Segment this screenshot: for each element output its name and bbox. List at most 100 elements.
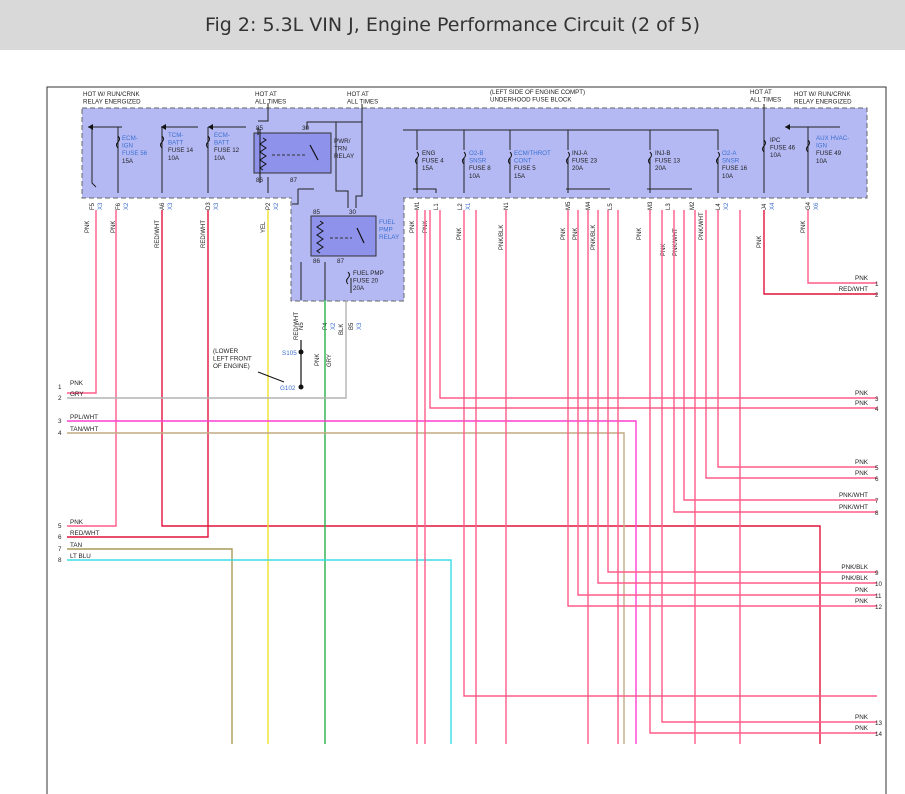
relay-pin-label: 30	[349, 209, 357, 216]
fuse-f_o2a-line: FUSE 16	[722, 165, 748, 172]
bus-arrow-icon	[785, 124, 790, 130]
bus-wire	[91, 127, 97, 188]
pin-label: M5	[566, 201, 572, 210]
fuse-f_ecm_ign-line: FUSE 56	[122, 150, 148, 157]
fuse-f_tcm_batt-line: TCM-	[168, 132, 183, 139]
header-h3-line: HOT AT	[347, 91, 369, 98]
wire-color-label: PNK/BLK	[499, 225, 505, 250]
header-h5-line: HOT AT	[750, 89, 772, 96]
splice-label: S105	[282, 350, 297, 357]
right-connector-number: 5	[875, 465, 879, 472]
header-h6-line: HOT W/ RUN/CRNK	[794, 91, 851, 98]
bus-wire	[335, 122, 349, 208]
wire-lt-blu	[67, 559, 452, 744]
ground-label: G102	[280, 385, 296, 392]
pin-label: G4	[806, 201, 812, 210]
fuse-icon	[160, 135, 164, 149]
fuse-f_o2a-line: SNSR	[722, 158, 740, 165]
relay-label-line: RELAY	[379, 234, 400, 241]
wire-color-label: BLK	[339, 324, 345, 335]
right-connector-number: 8	[875, 510, 879, 517]
bus-wire	[292, 189, 299, 205]
wire-color-label: PNK	[111, 221, 117, 233]
wire-color-label: PNK	[801, 221, 807, 233]
left-connector-wire-label: RED/WHT	[70, 530, 100, 537]
left-connector-number: 6	[58, 534, 62, 541]
wire-color-label: PNK	[661, 244, 667, 256]
wire-pnk-1	[67, 210, 97, 394]
fuse-f_ecm_batt-line: 10A	[214, 155, 226, 162]
left-connector-number: 1	[58, 384, 62, 391]
fuse-f_tcm_batt-line: FUSE 14	[168, 147, 194, 154]
left-connector-number: 3	[58, 418, 62, 425]
pin-label: N5	[299, 322, 305, 330]
fuse-icon	[116, 135, 120, 149]
right-connector-number: 1	[875, 281, 879, 288]
bus-wire	[306, 104, 363, 129]
wire-pnk-wht-8	[673, 210, 877, 513]
wire-pnk-11	[577, 210, 877, 596]
pin-label: X3	[98, 202, 104, 210]
header-h2-line: ALL TIMES	[255, 99, 286, 106]
right-connector-number: 6	[875, 476, 879, 483]
pwr-trn-relay	[253, 132, 332, 174]
right-connector-wire-label: PNK/WHT	[839, 504, 868, 511]
right-connector-number: 4	[875, 406, 879, 413]
right-connector-wire-label: PNK	[855, 459, 869, 466]
splice-icon	[298, 349, 304, 355]
fuse-f_tcm_batt-line: 10A	[168, 155, 180, 162]
pin-label: L3	[666, 203, 672, 210]
right-connector-number: 2	[875, 292, 879, 299]
fuse-f_ecm_throt-line: 15A	[514, 173, 526, 180]
relay-pin-label: 87	[337, 258, 345, 265]
bus-wire	[403, 129, 719, 150]
left-connector-number: 4	[58, 430, 62, 437]
bus-wire	[413, 188, 437, 193]
wire-pnk-14	[649, 210, 877, 734]
left-connector-number: 7	[58, 546, 62, 553]
pin-label: L1	[434, 203, 440, 210]
wire-color-label: PNK	[561, 228, 567, 240]
ground-icon	[298, 384, 304, 390]
wire-tan-wht	[67, 432, 625, 744]
pin-label: N1	[504, 202, 510, 210]
fuse-f_fuel-line: FUEL PMP	[353, 270, 384, 277]
left-connector-wire-label: TAN	[70, 542, 83, 549]
left-connector-wire-label: GRY	[70, 391, 84, 398]
left-connector-wire-label: LT BLU	[70, 553, 91, 560]
wire-color-label: RED/WHT	[201, 220, 207, 248]
relay-pin-label: 86	[313, 258, 321, 265]
pin-label: L4	[716, 203, 722, 210]
left-connector-number: 8	[58, 557, 62, 564]
wire-color-label: YEL	[261, 221, 267, 233]
wire-color-label: PNK/BLK	[591, 225, 597, 250]
wire-pnk-4	[429, 210, 877, 409]
relay-label-line: PMP	[379, 227, 393, 234]
fuse-f_ipc-line: IPC	[770, 137, 781, 144]
pin-label: P4	[323, 322, 329, 330]
bus-wire	[258, 103, 269, 122]
pin-label: X2	[331, 322, 337, 330]
wire-pnk-blk-10	[597, 210, 877, 584]
header-h3-line: ALL TIMES	[347, 99, 378, 106]
relay-label-line: FUEL	[379, 219, 396, 226]
right-connector-wire-label: PNK	[855, 390, 869, 397]
bus-arrow-icon	[161, 124, 166, 130]
right-connector-wire-label: PNK/BLK	[841, 564, 868, 571]
pin-label: D3	[206, 202, 212, 210]
fuse-f_aux-line: AUX HVAC-	[816, 135, 849, 142]
fuse-f_o2b-line: O2-B	[469, 150, 483, 157]
wire-color-label: PNK	[85, 221, 91, 233]
fuse-f_ecm_batt-line: BATT	[214, 140, 230, 147]
fuse-icon	[716, 151, 720, 165]
relay-coil-icon	[316, 220, 324, 254]
relay-label-line: PWR/	[334, 138, 351, 145]
fuse-f_inj_b-line: FUSE 13	[655, 158, 681, 165]
right-connector-wire-label: PNK	[855, 275, 869, 282]
wire-color-label: PNK/WHT	[673, 228, 679, 256]
right-connector-wire-label: PNK	[855, 470, 869, 477]
wire-color-label: PNK/WHT	[699, 212, 705, 240]
fuse-icon	[462, 151, 466, 165]
wire-color-label: PNK	[757, 236, 763, 248]
ground-location-note-line: LEFT FRONT	[213, 356, 252, 363]
